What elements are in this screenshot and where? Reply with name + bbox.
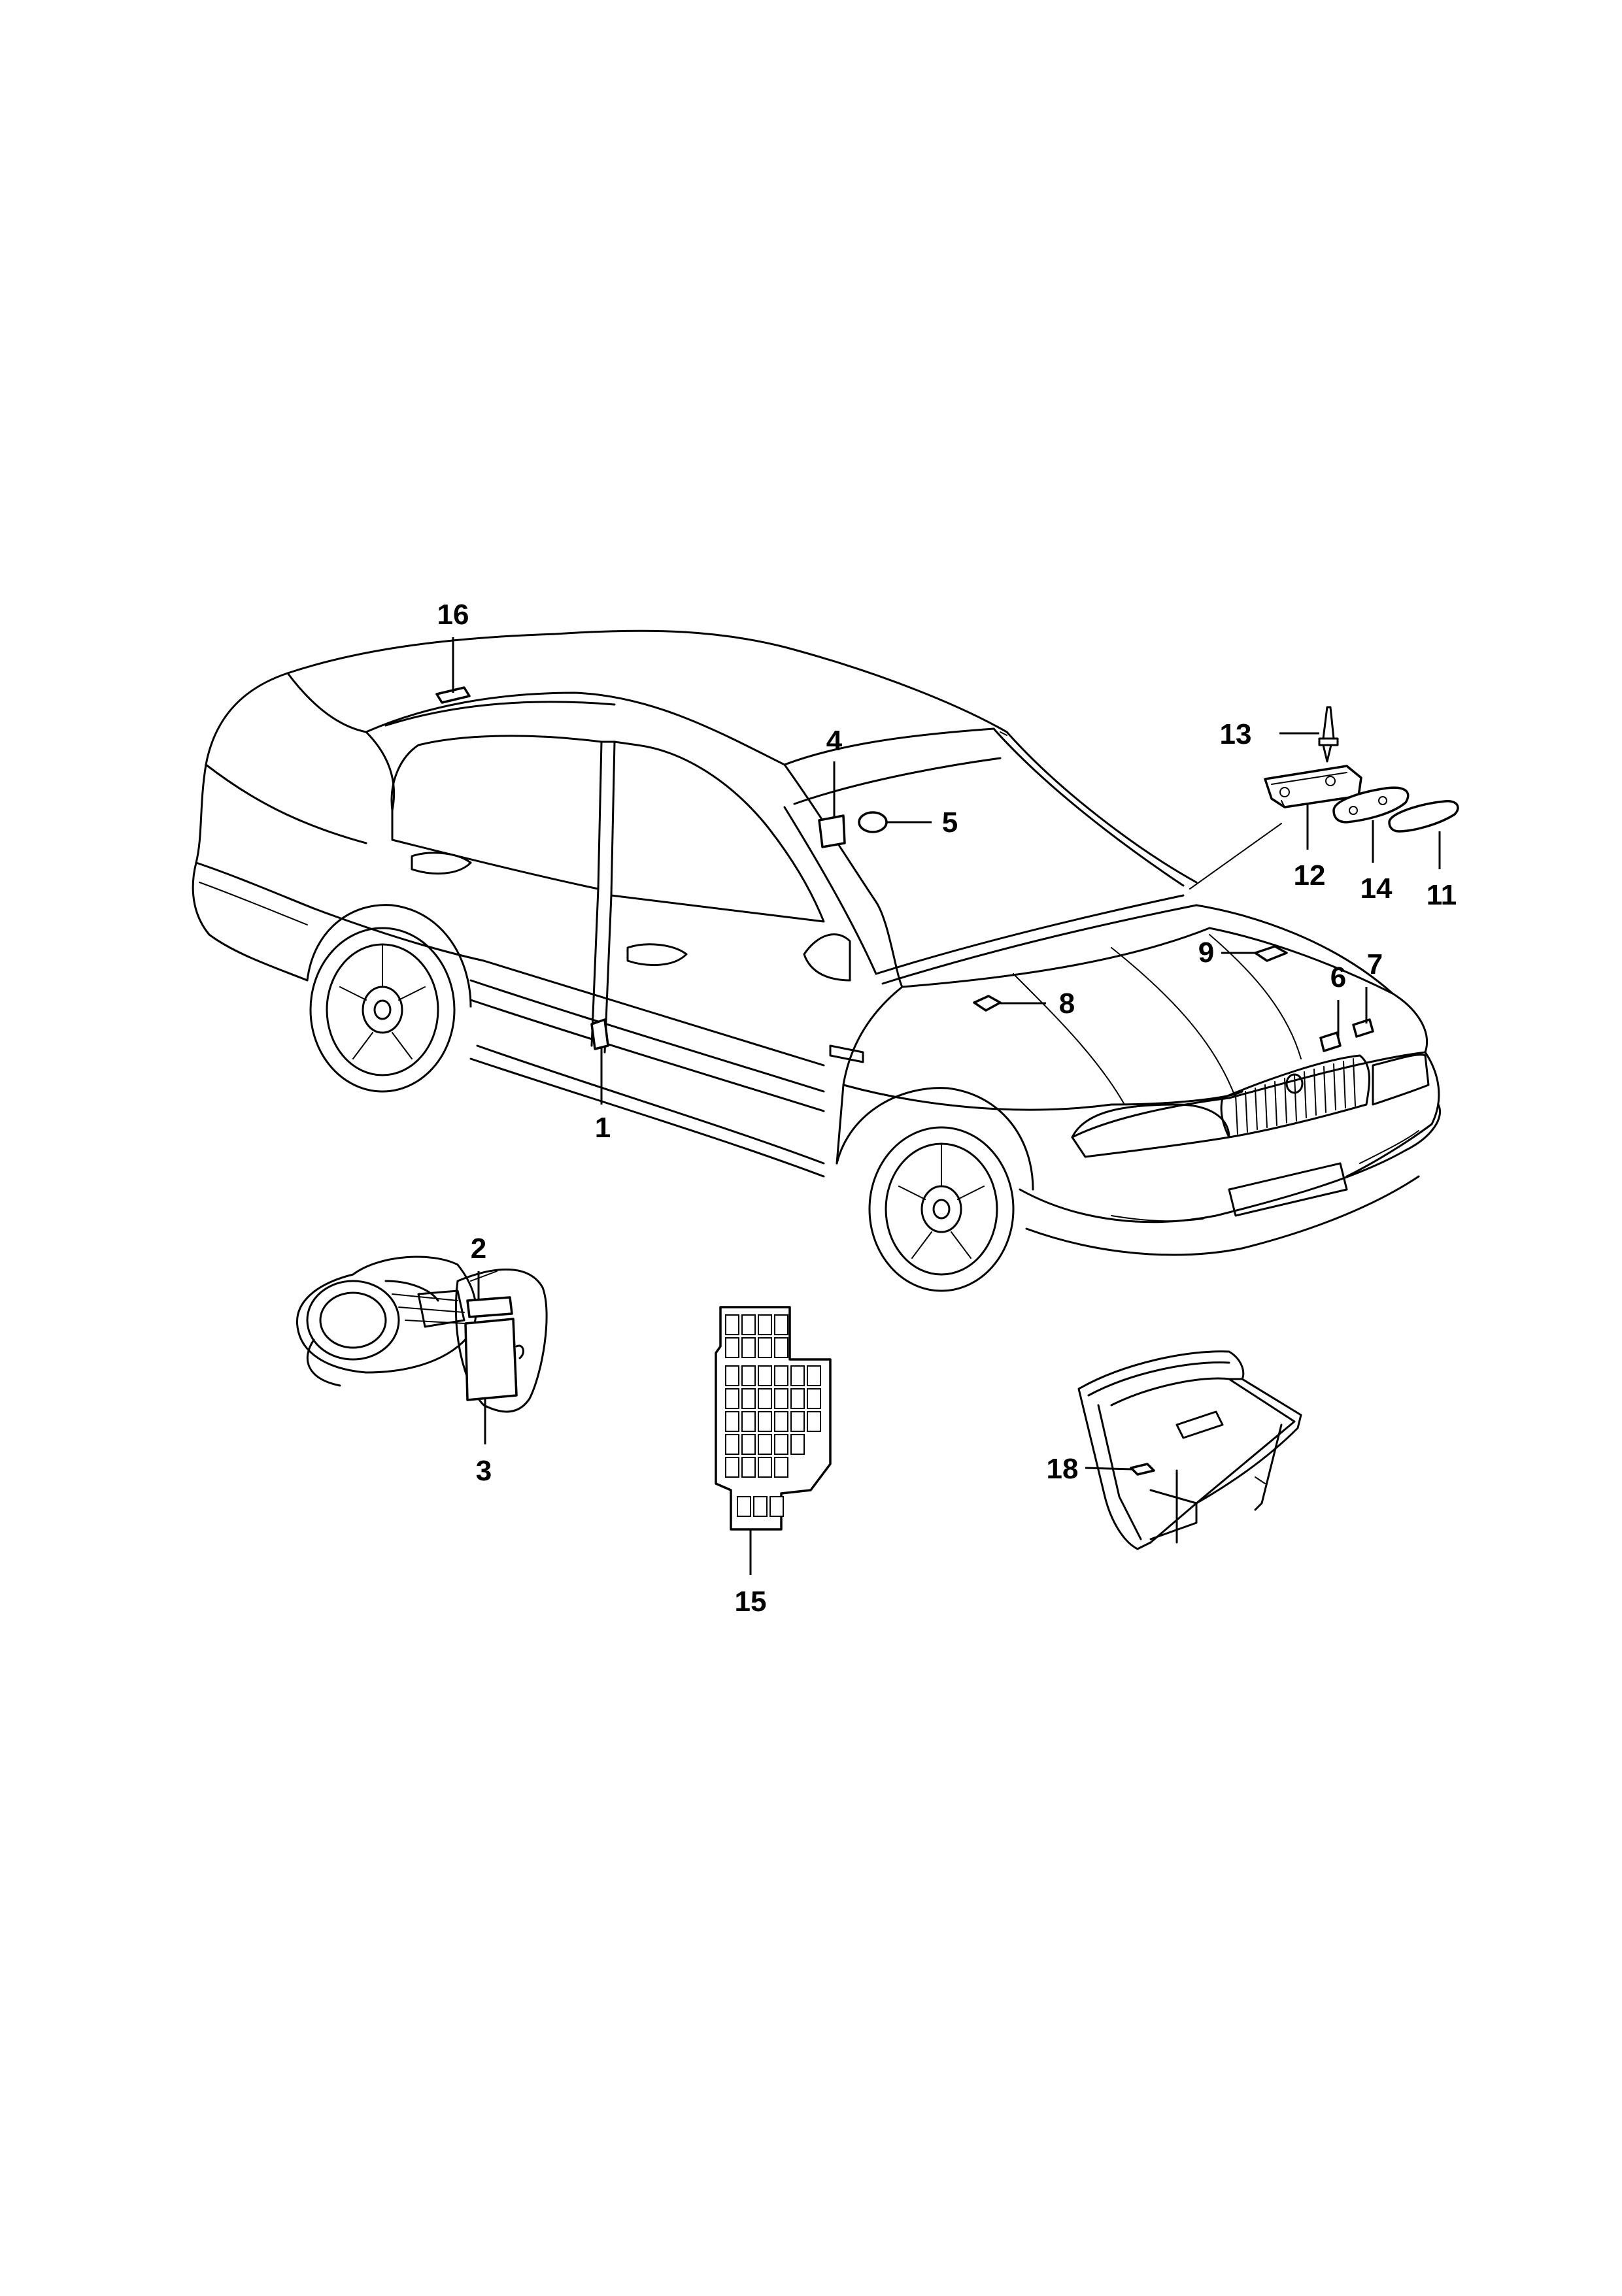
fuse-slot — [758, 1365, 772, 1386]
fuse-slot — [774, 1365, 788, 1386]
fuse-slot — [790, 1388, 805, 1409]
fuse-slot — [725, 1411, 739, 1432]
fuse-slot — [741, 1314, 756, 1335]
label-part-4 — [818, 814, 846, 848]
fuse-slot — [774, 1411, 788, 1432]
glove-box — [1077, 1350, 1302, 1550]
callout-13: 13 — [1220, 718, 1252, 750]
fuse-slot — [758, 1434, 772, 1455]
callout-4: 4 — [826, 725, 843, 757]
fuse-slot — [737, 1496, 751, 1517]
fuse-slot — [741, 1388, 756, 1409]
fuse-slot — [758, 1411, 772, 1432]
callout-2: 2 — [471, 1233, 486, 1265]
fuse-slot — [790, 1434, 805, 1455]
fuse-slot — [741, 1337, 756, 1358]
label-part-7 — [1352, 1018, 1374, 1038]
fuse-slot — [741, 1457, 756, 1478]
fuse-slot — [741, 1434, 756, 1455]
fuse-slot — [753, 1496, 768, 1517]
fuel-filler-assembly — [296, 1256, 548, 1413]
fuse-slot — [725, 1434, 739, 1455]
callout-14: 14 — [1360, 873, 1393, 905]
fuse-slot — [807, 1388, 821, 1409]
fuse-slot — [758, 1314, 772, 1335]
fuse-slot — [758, 1457, 772, 1478]
callout-16: 16 — [437, 599, 469, 631]
fuse-slot — [807, 1411, 821, 1432]
label-part-9 — [1254, 945, 1288, 962]
callout-numbers: 16 13 4 5 12 14 11 9 6 7 8 1 2 3 15 18 — [437, 599, 1457, 1618]
callout-8: 8 — [1059, 988, 1075, 1020]
bracket-group — [1264, 706, 1459, 833]
car-illustration — [192, 629, 1442, 1292]
fuse-slot — [807, 1365, 821, 1386]
callout-18: 18 — [1047, 1453, 1079, 1485]
fuse-slot — [725, 1457, 739, 1478]
fuse-slot — [774, 1314, 788, 1335]
callout-12: 12 — [1294, 859, 1326, 891]
callout-5: 5 — [942, 807, 958, 839]
fuse-box — [715, 1306, 832, 1531]
fuse-slot — [774, 1434, 788, 1455]
label-part-5 — [858, 811, 888, 833]
fuse-slot — [774, 1388, 788, 1409]
callout-9: 9 — [1198, 937, 1214, 969]
fuse-slot — [725, 1314, 739, 1335]
fuse-slot — [790, 1365, 805, 1386]
fuse-slot — [758, 1337, 772, 1358]
fuse-slot — [769, 1496, 784, 1517]
fuse-slot — [790, 1411, 805, 1432]
fuse-slot — [774, 1337, 788, 1358]
callout-3: 3 — [476, 1455, 492, 1487]
fuse-slot — [725, 1388, 739, 1409]
callout-7: 7 — [1367, 948, 1383, 980]
label-part-6 — [1319, 1031, 1342, 1052]
callout-11: 11 — [1427, 879, 1457, 911]
fuse-slot — [725, 1365, 739, 1386]
fuse-slot — [741, 1411, 756, 1432]
label-part-1 — [590, 1018, 609, 1050]
callout-6: 6 — [1330, 961, 1346, 993]
fuse-slot — [774, 1457, 788, 1478]
fuse-slot — [758, 1388, 772, 1409]
fuse-slot — [741, 1365, 756, 1386]
label-part-16 — [435, 686, 471, 704]
fuse-slot — [725, 1337, 739, 1358]
label-part-8 — [973, 995, 1002, 1012]
callout-15: 15 — [735, 1586, 767, 1618]
leader-lines — [452, 637, 1441, 1575]
callout-1: 1 — [595, 1112, 611, 1144]
